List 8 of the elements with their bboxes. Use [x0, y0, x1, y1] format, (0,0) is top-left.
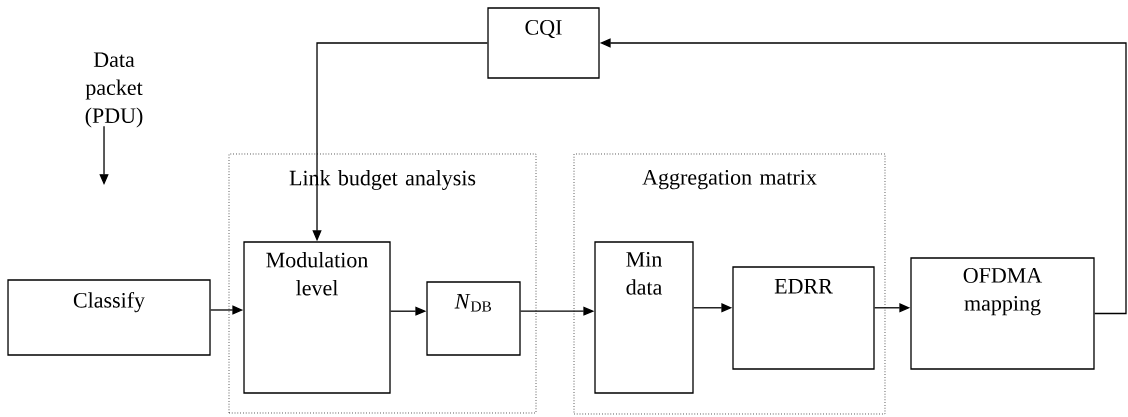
process-box: EDRR [732, 266, 875, 370]
process-box: Modulation level [243, 241, 391, 394]
process-box: CQI [487, 7, 600, 79]
process-box: OFDMA mapping [910, 257, 1095, 370]
process-box: N$_{DB}$ [426, 281, 521, 356]
process-box: Classify [7, 279, 211, 356]
process-box: Min data [594, 241, 694, 394]
text-label: Data packet (PDU) [85, 52, 143, 128]
